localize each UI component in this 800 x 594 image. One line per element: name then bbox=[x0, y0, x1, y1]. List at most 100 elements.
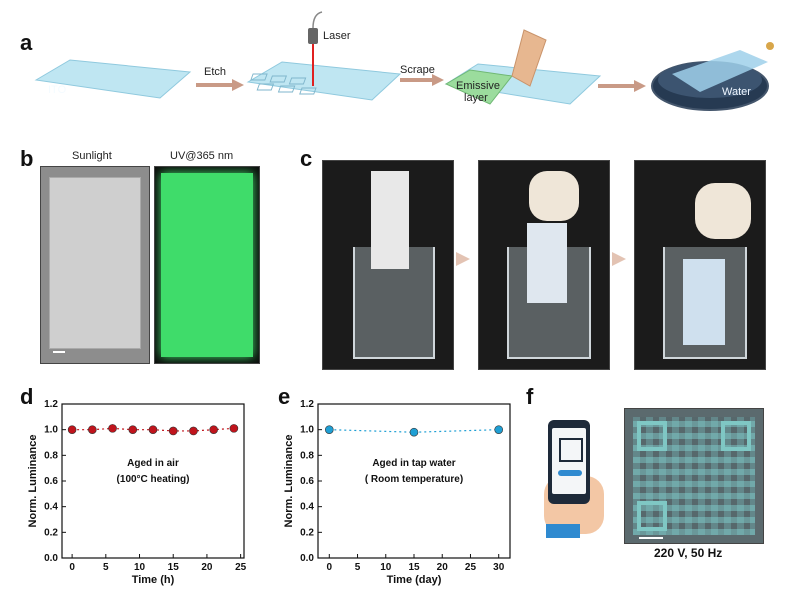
label-sunlight: Sunlight bbox=[72, 150, 112, 162]
qr-icon bbox=[559, 438, 583, 462]
data-point bbox=[88, 425, 97, 434]
y-tick-label: 0.8 bbox=[44, 450, 58, 461]
y-tick-label: 1.0 bbox=[300, 425, 314, 436]
phone-screen bbox=[552, 428, 586, 494]
qr-caption: 220 V, 50 Hz bbox=[654, 546, 723, 560]
x-tick-label: 0 bbox=[327, 562, 333, 573]
y-tick-label: 0.8 bbox=[300, 450, 314, 461]
data-point bbox=[229, 424, 239, 433]
laser-head bbox=[308, 11, 323, 86]
x-tick-label: 25 bbox=[235, 562, 247, 573]
device-sheet-1 bbox=[371, 171, 409, 269]
qr-finder-tr bbox=[721, 421, 751, 451]
phone-body bbox=[548, 420, 590, 504]
annotation-text: (100°C heating) bbox=[117, 474, 190, 485]
x-axis-label: Time (h) bbox=[132, 574, 175, 586]
annotation-text: Aged in tap water bbox=[372, 458, 455, 469]
device-sheet-3 bbox=[683, 259, 725, 345]
x-tick-label: 15 bbox=[168, 562, 180, 573]
etched-plate bbox=[246, 61, 402, 101]
arrow-to-water bbox=[598, 80, 646, 92]
photo-beaker-1 bbox=[322, 160, 454, 370]
qr-pattern bbox=[633, 417, 755, 535]
x-tick-label: 5 bbox=[355, 562, 361, 573]
photo-uv bbox=[154, 166, 260, 364]
y-tick-label: 0.2 bbox=[300, 527, 314, 538]
qr-finder-tl bbox=[637, 421, 667, 451]
label-ito: ITO bbox=[48, 84, 67, 96]
water-dish bbox=[651, 42, 774, 111]
scale-bar bbox=[53, 351, 65, 353]
data-point bbox=[148, 425, 158, 434]
glove-hand-3 bbox=[695, 183, 751, 239]
label-uv: UV@365 nm bbox=[170, 150, 234, 162]
etch-pattern bbox=[250, 73, 317, 95]
data-point bbox=[189, 426, 198, 436]
device-sheet-sunlight bbox=[49, 177, 141, 349]
label-scrape: Scrape bbox=[400, 64, 435, 76]
annotation-text: ( Room temperature) bbox=[365, 474, 463, 485]
annotation-text: Aged in air bbox=[127, 458, 179, 469]
y-axis-label: Norm. Luminance bbox=[283, 435, 295, 528]
arrow-etch bbox=[196, 79, 244, 91]
data-point bbox=[209, 425, 218, 434]
series-line bbox=[72, 427, 234, 432]
label-etch: Etch bbox=[204, 66, 227, 78]
y-tick-label: 0.6 bbox=[300, 476, 314, 487]
x-tick-label: 15 bbox=[408, 562, 420, 573]
panel-letter-f: f bbox=[526, 384, 534, 409]
scraper-blade bbox=[511, 29, 547, 87]
data-point bbox=[67, 425, 77, 434]
x-tick-label: 10 bbox=[134, 562, 146, 573]
hand-illustration bbox=[540, 420, 608, 538]
label-laser: Laser bbox=[323, 30, 351, 42]
x-tick-label: 20 bbox=[437, 562, 449, 573]
y-tick-label: 0.4 bbox=[44, 502, 58, 513]
y-tick-label: 0.0 bbox=[300, 553, 314, 564]
qr-photo bbox=[624, 408, 764, 544]
data-point bbox=[168, 426, 178, 436]
photo-beaker-2 bbox=[478, 160, 610, 370]
panel-letter-e: e bbox=[278, 384, 291, 409]
plot-frame bbox=[61, 403, 245, 559]
y-tick-label: 1.2 bbox=[300, 399, 314, 410]
x-tick-label: 5 bbox=[103, 562, 109, 573]
data-point bbox=[128, 425, 138, 434]
arrow-c2 bbox=[612, 252, 626, 266]
x-tick-label: 20 bbox=[201, 562, 213, 573]
panel-letter-b: b bbox=[20, 146, 34, 171]
x-axis-label: Time (day) bbox=[387, 574, 442, 586]
plot-frame bbox=[317, 403, 511, 559]
arrow-c1 bbox=[456, 252, 470, 266]
y-tick-label: 1.2 bbox=[44, 399, 58, 410]
x-tick-label: 0 bbox=[69, 562, 75, 573]
y-tick-label: 1.0 bbox=[44, 425, 58, 436]
qr-finder-bl bbox=[637, 501, 667, 531]
arrow-scrape bbox=[400, 74, 444, 86]
glove-hand-2 bbox=[529, 171, 579, 221]
x-tick-label: 30 bbox=[493, 562, 505, 573]
data-point bbox=[108, 424, 117, 433]
label-emissive: Emissive bbox=[456, 80, 501, 92]
photo-beaker-3 bbox=[634, 160, 766, 370]
y-tick-label: 0.6 bbox=[44, 476, 58, 487]
data-point bbox=[324, 425, 334, 434]
qr-scale-bar bbox=[639, 537, 663, 539]
series-line bbox=[329, 429, 499, 433]
device-sheet-2 bbox=[527, 223, 567, 303]
ito-plate bbox=[34, 59, 192, 99]
panel-a-schematic bbox=[34, 11, 774, 111]
label-water: Water bbox=[722, 86, 751, 98]
photo-sunlight bbox=[40, 166, 150, 364]
y-tick-label: 0.4 bbox=[300, 502, 314, 513]
data-point bbox=[409, 427, 419, 437]
x-tick-label: 25 bbox=[465, 562, 477, 573]
label-layer: layer bbox=[464, 92, 488, 104]
y-tick-label: 0.2 bbox=[44, 527, 58, 538]
y-tick-label: 0.0 bbox=[44, 553, 58, 564]
x-tick-label: 10 bbox=[380, 562, 392, 573]
panel-letter-c: c bbox=[300, 146, 313, 171]
y-axis-label: Norm. Luminance bbox=[27, 435, 39, 528]
panel-letter-a: a bbox=[20, 30, 33, 55]
scan-button bbox=[558, 470, 582, 476]
